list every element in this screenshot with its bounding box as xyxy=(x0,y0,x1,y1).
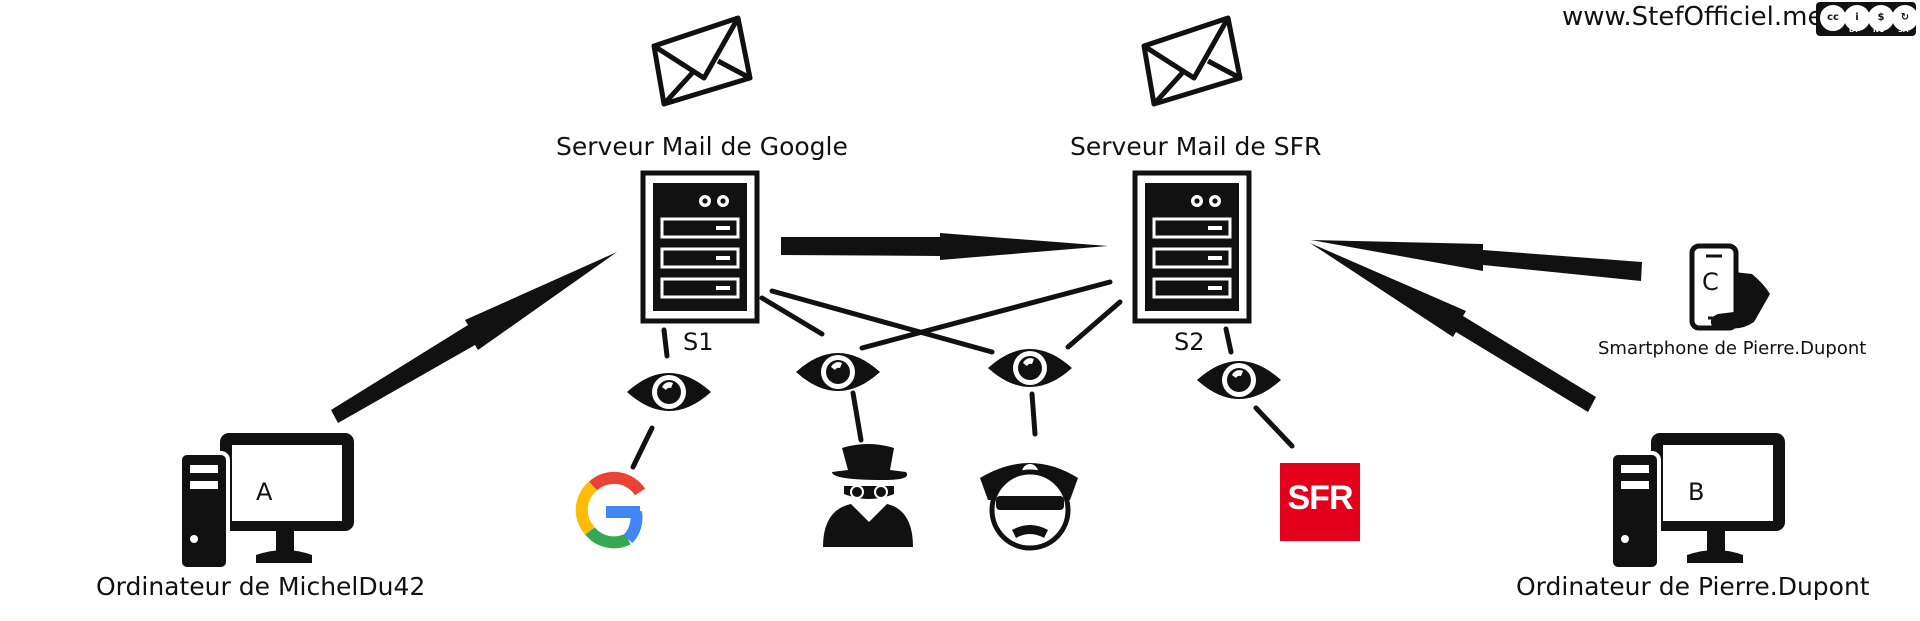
line-s1-eye3 xyxy=(759,295,825,337)
eye-icon-4 xyxy=(1197,361,1281,399)
arrow-a-to-google xyxy=(331,252,617,423)
line-s1-eye1 xyxy=(661,327,670,359)
connection-lines xyxy=(630,279,1295,470)
line-eye3-police xyxy=(1029,391,1038,437)
envelope-icon-google xyxy=(654,18,750,104)
line-s1-eye4 xyxy=(769,288,995,355)
eye-icon-3 xyxy=(988,349,1072,387)
nc-icon: $ xyxy=(1868,5,1894,31)
mail-flow-arrows xyxy=(331,233,1642,423)
pierre-computer-label: Ordinateur de Pierre.Dupont xyxy=(1516,572,1870,601)
eye-icon-2 xyxy=(796,353,880,391)
sfr-logo-text: SFR xyxy=(1287,479,1354,517)
line-s2-eye3b xyxy=(1065,299,1123,350)
police-icon xyxy=(980,463,1078,551)
arrow-google-to-sfr xyxy=(781,233,1108,260)
google-logo xyxy=(575,471,646,549)
line-eye1-google xyxy=(630,425,655,470)
spy-icon xyxy=(823,444,913,547)
license-nc: NC xyxy=(1873,26,1884,34)
cc-by-nc-sa-badge: cc i $ ↻ BY NC SA xyxy=(1816,2,1918,36)
node-letter-b: B xyxy=(1688,478,1705,506)
line-s2-eye5 xyxy=(1223,326,1234,355)
michel-computer-label: Ordinateur de MichelDu42 xyxy=(96,572,426,601)
site-url[interactable]: www.StefOfficiel.me xyxy=(1562,2,1824,32)
sa-icon: ↻ xyxy=(1892,5,1918,31)
sfr-server-title: Serveur Mail de SFR xyxy=(1070,132,1322,161)
smartphone-icon xyxy=(1689,243,1770,331)
license-sa: SA xyxy=(1898,26,1909,34)
server-id-s2: S2 xyxy=(1174,328,1205,356)
line-eye2-spy xyxy=(850,390,864,443)
line-eye5-sfr xyxy=(1253,405,1295,449)
node-letter-a: A xyxy=(256,478,273,506)
cc-icon: cc xyxy=(1820,5,1846,31)
eye-icon-1 xyxy=(627,373,711,411)
license-by: BY xyxy=(1849,26,1860,34)
sfr-logo: SFR xyxy=(1280,463,1360,541)
server-icon-google xyxy=(643,173,757,321)
server-icon-sfr xyxy=(1135,173,1249,321)
google-server-title: Serveur Mail de Google xyxy=(556,132,848,161)
by-icon: i xyxy=(1844,5,1870,31)
envelope-icon-sfr xyxy=(1144,18,1240,104)
pierre-smartphone-label: Smartphone de Pierre.Dupont xyxy=(1598,338,1867,359)
server-id-s1: S1 xyxy=(683,328,714,356)
line-s2-eye2 xyxy=(859,279,1113,351)
arrow-phone-to-sfr xyxy=(1311,240,1642,281)
arrow-b-to-sfr xyxy=(1310,243,1596,412)
node-letter-c: C xyxy=(1702,268,1719,296)
